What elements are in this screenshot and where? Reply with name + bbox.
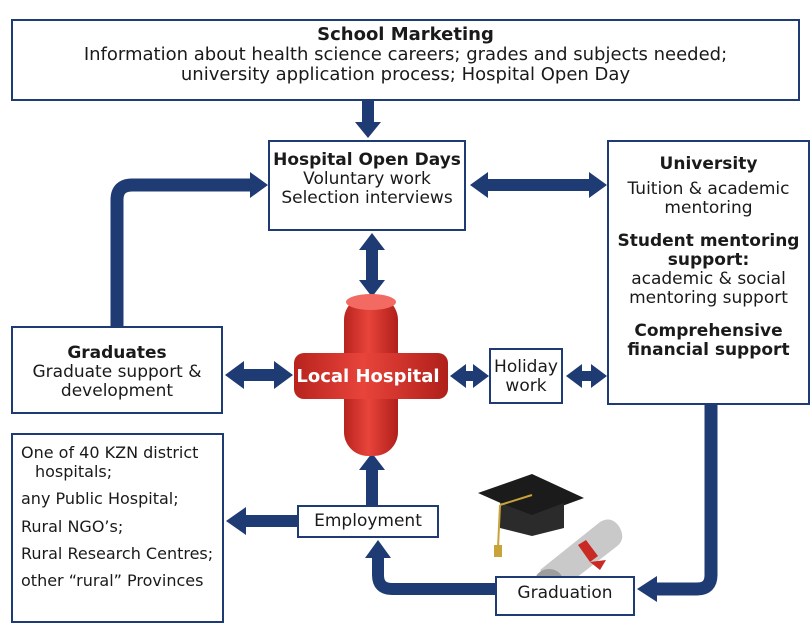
arrow-hospital-holiday bbox=[450, 364, 489, 388]
arrow-university-to-graduation-head bbox=[637, 576, 657, 602]
graduation-box: Graduation bbox=[495, 576, 635, 616]
destinations-box: One of 40 KZN district hospitals; any Pu… bbox=[11, 433, 224, 623]
holiday-line1: Holiday bbox=[494, 357, 558, 377]
arrow-holiday-university bbox=[566, 364, 607, 388]
local-hospital-cross bbox=[294, 294, 448, 456]
financial-support-line2: financial support bbox=[627, 340, 790, 361]
destination-item: other “rural” Provinces bbox=[21, 570, 204, 590]
arrow-open-days-hospital bbox=[359, 233, 385, 297]
holiday-line2: work bbox=[505, 376, 547, 397]
arrow-university-to-graduation bbox=[655, 405, 718, 596]
local-hospital-label: Local Hospital bbox=[296, 366, 440, 387]
student-mentoring-title-line1: Student mentoring bbox=[617, 231, 800, 252]
arrow-graduation-to-employment-head bbox=[365, 540, 391, 558]
diagram-arrows bbox=[110, 101, 718, 602]
hospital-open-days-box: Hospital Open Days Voluntary work Select… bbox=[268, 140, 466, 231]
employment-label: Employment bbox=[314, 511, 422, 531]
arrow-employment-to-destinations bbox=[226, 507, 297, 535]
school-marketing-box: School Marketing Information about healt… bbox=[11, 19, 800, 101]
arrow-graduates-to-open-days bbox=[110, 178, 252, 326]
arrow-employment-to-hospital bbox=[359, 453, 385, 505]
destination-item1-line2: hospitals; bbox=[35, 462, 113, 482]
graduation-cap-icon bbox=[478, 474, 584, 557]
university-title: University bbox=[659, 154, 758, 174]
destination-item: One of 40 KZN district hospitals; bbox=[21, 443, 216, 481]
arrow-graduates-hospital bbox=[225, 361, 293, 389]
graduates-box: Graduates Graduate support & development bbox=[11, 326, 223, 414]
arrow-graduates-to-open-days-head bbox=[250, 172, 268, 198]
school-marketing-line2: university application process; Hospital… bbox=[180, 64, 631, 86]
arrow-open-days-university bbox=[470, 172, 607, 198]
university-box: University Tuition & academic mentoring … bbox=[607, 140, 810, 405]
open-days-line2: Selection interviews bbox=[281, 188, 453, 209]
destination-item: Rural NGO’s; bbox=[21, 516, 124, 536]
university-tuition-line1: Tuition & academic bbox=[627, 179, 790, 200]
arrow-graduation-to-employment bbox=[372, 556, 495, 595]
holiday-work-box: Holiday work bbox=[489, 348, 563, 404]
graduates-line1: Graduate support & bbox=[32, 362, 202, 383]
student-mentoring-line1: academic & social bbox=[631, 269, 786, 290]
university-tuition-line2: mentoring bbox=[664, 198, 753, 219]
open-days-line1: Voluntary work bbox=[303, 169, 431, 190]
graduates-title: Graduates bbox=[67, 343, 167, 363]
destination-item: Rural Research Centres; bbox=[21, 543, 214, 563]
open-days-title: Hospital Open Days bbox=[273, 150, 461, 170]
graduates-line2: development bbox=[60, 381, 174, 402]
arrow-school-to-open-days bbox=[355, 101, 381, 138]
employment-box: Employment bbox=[297, 505, 439, 538]
graduation-label: Graduation bbox=[517, 583, 613, 603]
destination-item1-line1: One of 40 KZN district bbox=[21, 443, 199, 462]
school-marketing-line1: Information about health science careers… bbox=[83, 44, 728, 66]
school-marketing-title: School Marketing bbox=[317, 24, 494, 45]
financial-support-line1: Comprehensive bbox=[634, 321, 783, 342]
student-mentoring-title-line2: support: bbox=[667, 250, 750, 271]
student-mentoring-line2: mentoring support bbox=[629, 288, 788, 309]
destination-item: any Public Hospital; bbox=[21, 489, 179, 509]
